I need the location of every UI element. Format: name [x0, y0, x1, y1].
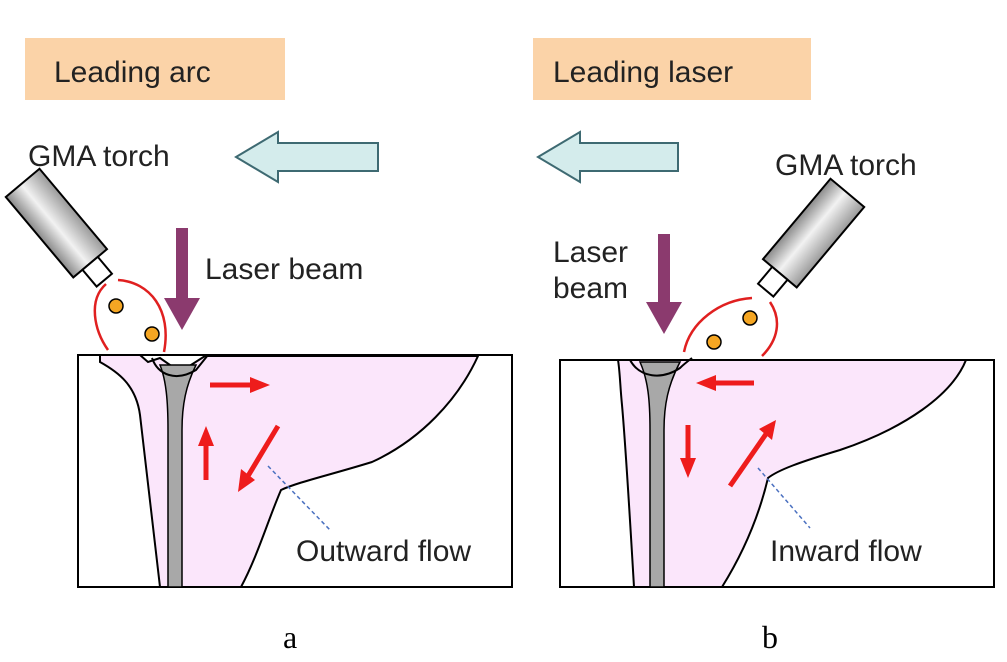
flow-arrow-a-2	[198, 426, 214, 480]
flow-arrow-b-1	[696, 375, 754, 391]
torch-label-a: GMA torch	[28, 140, 170, 173]
laser-beam-arrow-b	[646, 234, 682, 334]
keyhole-a	[158, 364, 198, 588]
arc-right-b	[761, 301, 779, 357]
gma-torch-a	[4, 167, 114, 288]
arc-left-a	[93, 283, 110, 351]
arc-right-a	[117, 278, 167, 353]
laser-beam-arrow-a	[164, 228, 200, 330]
surface-opening-b	[629, 357, 693, 377]
travel-direction-arrow-b	[536, 130, 679, 184]
laser-label-a: Laser beam	[205, 253, 363, 286]
caption-a: a	[283, 619, 297, 655]
droplet-a-2	[144, 326, 160, 342]
surface-opening-a	[151, 354, 209, 377]
flow-leader-line-a	[267, 465, 331, 531]
arc-left-b	[682, 296, 753, 353]
melt-pool-b	[616, 359, 968, 588]
flow-label-a: Outward flow	[296, 535, 471, 568]
droplet-b-1	[742, 310, 758, 326]
flow-leader-line-b	[757, 467, 811, 529]
mode-label-b: Leading laser	[553, 56, 733, 89]
gma-torch-b	[756, 177, 866, 298]
droplet-a-1	[108, 298, 124, 314]
flow-label-b: Inward flow	[770, 535, 922, 568]
torch-label-b: GMA torch	[775, 149, 917, 182]
flow-arrow-a-3	[238, 424, 281, 492]
mode-label-box-b	[533, 38, 811, 100]
keyhole-b	[638, 361, 682, 588]
laser-label-b-line1: Laser	[553, 236, 628, 269]
mode-label-box-a	[25, 38, 285, 100]
melt-pool-a	[99, 354, 480, 588]
panel-b: Leading laser GMA torch Laser beam	[533, 38, 995, 655]
droplet-b-2	[706, 334, 722, 350]
panel-a: Leading arc GMA torch Laser beam	[4, 38, 513, 655]
flow-arrow-b-3	[727, 420, 776, 488]
laser-label-b-line2: beam	[553, 272, 628, 305]
flow-arrow-b-2	[680, 425, 696, 478]
flow-arrow-a-1	[210, 377, 270, 393]
caption-b: b	[762, 619, 778, 655]
travel-direction-arrow-a	[234, 130, 379, 184]
mode-label-a: Leading arc	[54, 56, 211, 89]
